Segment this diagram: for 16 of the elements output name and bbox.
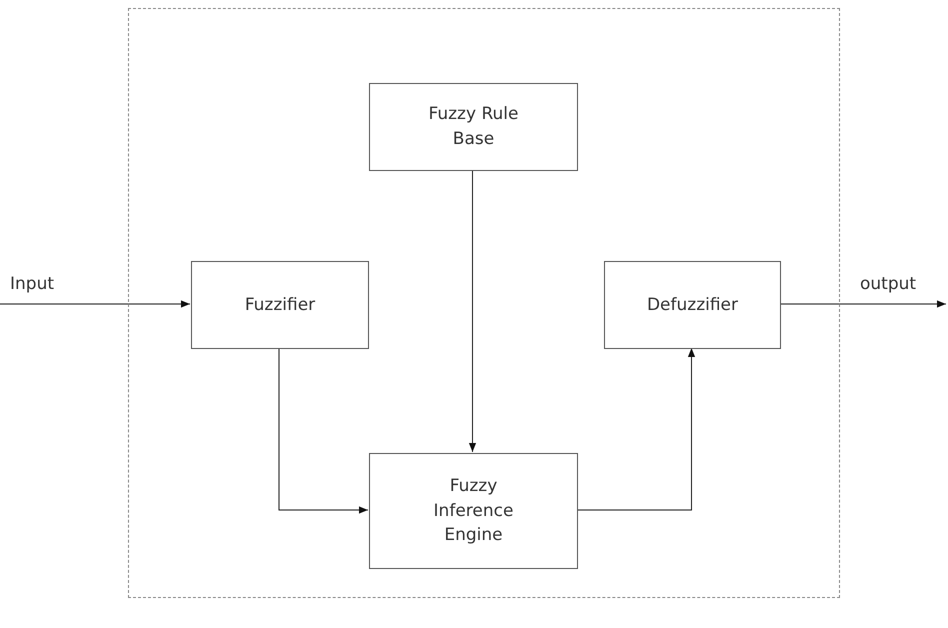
arrow bbox=[780, 300, 946, 308]
process-box bbox=[191, 261, 369, 349]
arrow bbox=[576, 348, 696, 510]
arrow bbox=[278, 348, 368, 514]
arrow bbox=[468, 170, 476, 452]
edge-label: output bbox=[860, 274, 916, 294]
node-label: Fuzzifier bbox=[244, 294, 316, 317]
edge-label: Input bbox=[10, 274, 54, 294]
process-box bbox=[369, 453, 578, 569]
process-box bbox=[369, 83, 578, 171]
arrow bbox=[0, 300, 190, 308]
container-box bbox=[128, 8, 840, 598]
node-label: Defuzzifier bbox=[646, 294, 738, 317]
node-label: Fuzzy Rule Base bbox=[428, 103, 520, 151]
node-label: Fuzzy Inference Engine bbox=[432, 475, 514, 548]
process-box bbox=[604, 261, 781, 349]
